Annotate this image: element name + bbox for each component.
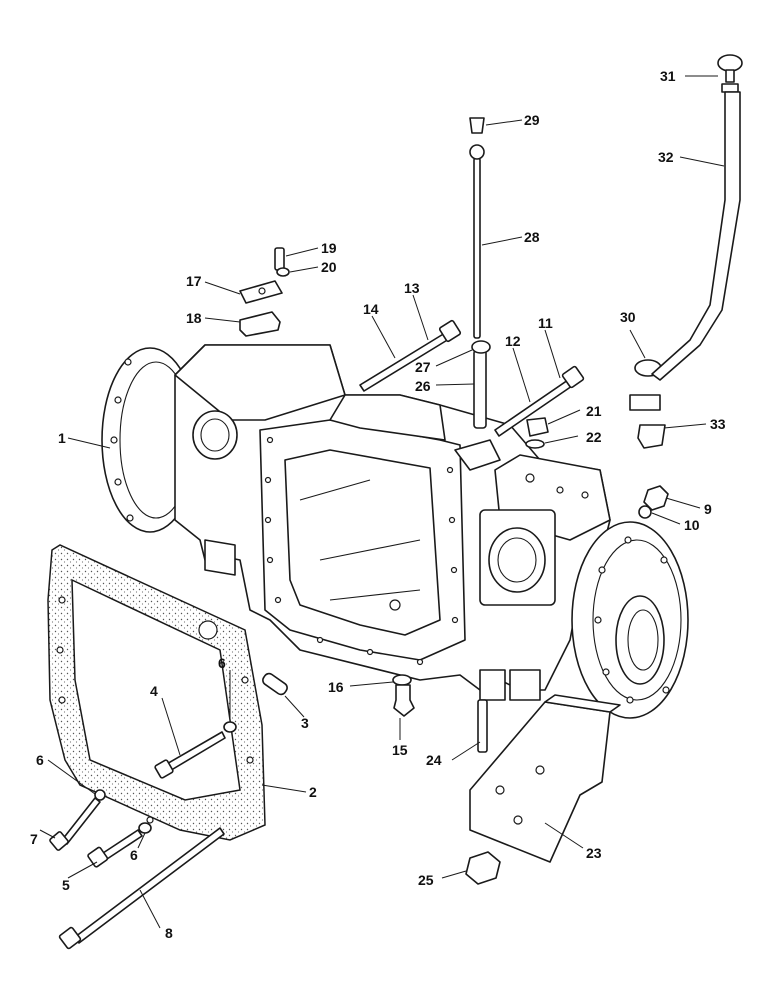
callout-20: 20 (321, 259, 337, 275)
bolt-7 (49, 797, 101, 851)
bolt-19 (274, 247, 285, 271)
callout-31: 31 (660, 68, 676, 84)
drain-plug-15 (393, 684, 415, 717)
callout-26: 26 (415, 378, 431, 394)
callout-33: 33 (710, 416, 726, 432)
bolt-5 (87, 829, 143, 868)
callout-17: 17 (186, 273, 202, 289)
right-bore (488, 527, 546, 593)
callout-19: 19 (321, 240, 337, 256)
frame-bolt-holes (264, 436, 459, 666)
callout-6b: 6 (36, 752, 44, 768)
dowel-pin (262, 672, 288, 696)
callout-9: 9 (704, 501, 712, 517)
cover-gasket-18 (239, 311, 281, 337)
callout-8: 8 (165, 925, 173, 941)
callout-29: 29 (524, 112, 540, 128)
knob-31 (717, 54, 743, 93)
callout-23: 23 (586, 845, 602, 861)
callout-24: 24 (426, 752, 442, 768)
washer-6b (94, 789, 106, 801)
washer-6c (138, 822, 152, 834)
callout-30: 30 (620, 309, 636, 325)
callout-21: 21 (586, 403, 602, 419)
o-ring-27 (471, 340, 491, 354)
callout-15: 15 (392, 742, 408, 758)
washer-16 (392, 674, 412, 686)
callout-2: 2 (309, 784, 317, 800)
washer-20 (276, 267, 290, 277)
bolt-11 (494, 365, 585, 437)
bolt-4 (154, 731, 226, 779)
gasket (47, 544, 266, 841)
callout-11: 11 (538, 315, 553, 331)
callout-18: 18 (186, 310, 202, 326)
callout-6c: 6 (130, 847, 138, 863)
callout-12: 12 (505, 333, 521, 349)
nut-21 (526, 417, 549, 437)
cap-29 (469, 117, 485, 134)
callout-4: 4 (150, 683, 158, 699)
rod-28 (473, 157, 481, 339)
stud-24 (477, 699, 488, 753)
callout-32: 32 (658, 149, 674, 165)
washer-6a (223, 721, 237, 733)
washer-22 (525, 439, 545, 449)
housing (101, 344, 689, 719)
callout-14: 14 (363, 301, 379, 317)
fitting-33 (629, 394, 666, 449)
leader-lines (39, 75, 725, 929)
callout-6a: 6 (218, 655, 226, 671)
right-flange (571, 521, 689, 719)
bolt-13 (359, 319, 462, 392)
centre-opening (284, 449, 441, 636)
tube-26 (473, 349, 487, 429)
callout-3: 3 (301, 715, 309, 731)
callout-28: 28 (524, 229, 540, 245)
callout-10: 10 (684, 517, 700, 533)
callout-7: 7 (30, 831, 38, 847)
callout-25: 25 (418, 872, 434, 888)
nut-25 (465, 851, 501, 885)
cable-32 (651, 91, 741, 381)
left-bore (192, 410, 238, 460)
callout-labels: 1 2 3 4 5 6 6 6 7 8 9 10 11 12 13 14 15 … (30, 68, 726, 941)
washer-10 (638, 505, 652, 519)
callout-1: 1 (58, 430, 66, 446)
callout-16: 16 (328, 679, 344, 695)
callout-27: 27 (415, 359, 431, 375)
top-cover-plate (329, 394, 446, 441)
nut-9 (643, 485, 669, 511)
callout-22: 22 (586, 429, 602, 445)
bracket-23 (469, 694, 621, 863)
callout-5: 5 (62, 877, 70, 893)
callout-13: 13 (404, 280, 420, 296)
long-bolt-8 (58, 827, 225, 950)
